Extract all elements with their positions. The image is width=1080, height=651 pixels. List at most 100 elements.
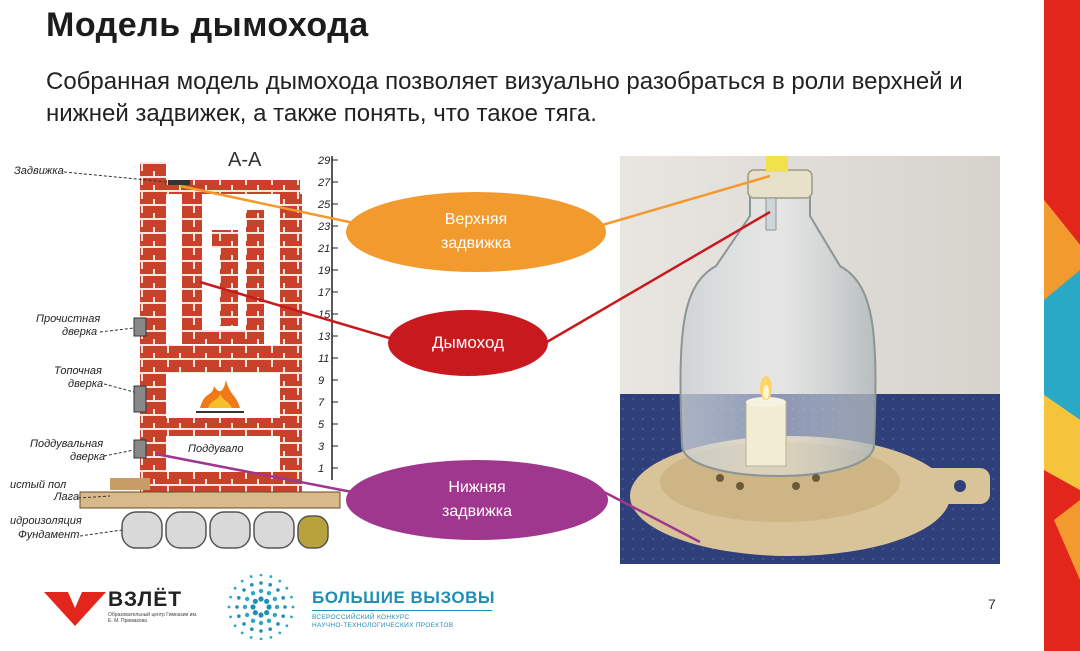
logo-dot: [258, 596, 264, 602]
scale-number: 9: [318, 375, 324, 387]
vzlet-logo-text: ВЗЛЁТ: [108, 588, 183, 611]
scale-number: 19: [318, 265, 330, 277]
callout-upper-damper: Верхняя задвижка: [346, 192, 606, 272]
logo-dot: [250, 583, 254, 587]
logo-dot: [258, 620, 264, 626]
label-zadvizhka: Задвижка: [14, 165, 64, 177]
logo-dot: [233, 586, 237, 590]
vzlet-logo-icon: [44, 592, 106, 626]
logo-dot: [266, 604, 272, 610]
logo-dot: [283, 605, 287, 609]
callout-lower-line2: задвижка: [442, 503, 512, 520]
chimney-section-diagram: Задвижка Прочистная дверка Топочная двер…: [10, 150, 341, 549]
logo-dot: [244, 596, 250, 602]
scale-number: 29: [317, 155, 330, 167]
callout-chimney: Дымоход: [388, 310, 548, 376]
logo-dot: [258, 588, 264, 594]
logo-dot: [242, 588, 246, 592]
section-label: А-А: [228, 150, 262, 171]
decorative-stripe: [1044, 0, 1080, 651]
label-gidroizolyaciya: идроизоляция: [10, 515, 82, 527]
label-topochnaya-1: Топочная: [54, 365, 102, 377]
logo-dot: [285, 586, 289, 590]
callout-lower-line1: Нижняя: [448, 479, 506, 496]
logo-dot: [278, 579, 282, 583]
logo-dot: [264, 610, 270, 616]
label-prochistnaya-1: Прочистная: [36, 313, 100, 325]
logo-dot: [276, 588, 280, 592]
logo-dot: [252, 598, 258, 604]
logo-dot: [249, 636, 253, 639]
scale-number: 21: [317, 243, 330, 255]
label-topochnaya-2: дверка: [68, 378, 103, 390]
logo-dot: [274, 604, 280, 610]
label-fundament: Фундамент: [18, 529, 79, 541]
logo-dot: [269, 636, 273, 639]
logo-dot: [259, 629, 263, 633]
logo-dot: [240, 579, 244, 583]
bolshie-vyzovy-subtext-1: ВСЕРОССИЙСКИЙ КОНКУРС: [312, 614, 410, 621]
label-poddувalo: Поддувало: [188, 443, 243, 455]
logo-dot: [268, 583, 272, 587]
logo-dot: [249, 575, 253, 578]
logo-dot: [250, 590, 256, 596]
label-laga: Лага: [53, 491, 79, 503]
slide-subtitle: Собранная модель дымохода позволяет визу…: [46, 68, 963, 127]
scale-number: 23: [317, 221, 331, 233]
label-chistyi-pol: истый пол: [10, 479, 66, 491]
logo-dot: [242, 604, 248, 610]
logo-dot: [272, 596, 278, 602]
bolshie-vyzovy-logo-icon: [227, 574, 295, 640]
logo-dot: [281, 596, 285, 600]
slide-title: Модель дымохода: [46, 6, 369, 44]
logo-dot: [278, 631, 282, 635]
logo-dot: [276, 622, 280, 626]
callout-upper-line1: Верхняя: [444, 211, 508, 228]
label-poddув-1: Поддувальная: [30, 438, 103, 450]
scale-number: 11: [318, 353, 329, 365]
bolshie-vyzovy-divider: [312, 610, 492, 611]
logo-dot: [268, 627, 272, 631]
chimney-model-photo: [620, 156, 1000, 564]
logo-dot: [259, 637, 263, 640]
logo-dot: [240, 631, 244, 635]
logo-dot: [250, 627, 254, 631]
logo-dot: [290, 615, 293, 619]
logo-dot: [233, 624, 237, 628]
logo-dot: [244, 612, 250, 618]
logo-dot: [259, 574, 263, 577]
logo-dot: [285, 624, 289, 628]
logo-dot: [264, 598, 270, 604]
logo-dot: [252, 610, 258, 616]
label-prochistnaya-2: дверка: [62, 326, 97, 338]
vzlet-logo-subtext: Образовательный центр Гимназии им. Е. М.…: [108, 612, 198, 624]
scale-number: 3: [318, 441, 325, 453]
logo-dot: [266, 590, 272, 596]
scale-number: 27: [317, 177, 331, 189]
logo-dot: [250, 618, 256, 624]
logo-dot: [259, 581, 263, 585]
logo-dot: [269, 575, 273, 578]
logo-dot: [237, 596, 241, 600]
scale-number: 5: [318, 419, 325, 431]
scale-number: 17: [318, 287, 331, 299]
logo-dot: [227, 605, 231, 609]
logo-dot: [242, 622, 246, 626]
logo-dot: [272, 612, 278, 618]
page-number: 7: [988, 596, 996, 612]
logo-dot: [290, 595, 293, 599]
logo-dot: [229, 595, 232, 599]
logo-dot: [229, 615, 232, 619]
scale-number: 1: [318, 463, 324, 475]
logo-dot: [258, 612, 264, 618]
logo-dot: [281, 614, 285, 618]
scale-number: 7: [318, 397, 325, 409]
logo-dot: [235, 605, 239, 609]
callout-upper-line2: задвижка: [441, 235, 511, 252]
bolshie-vyzovy-logo-text: БОЛЬШИЕ ВЫЗОВЫ: [312, 588, 496, 607]
callout-lower-damper: Нижняя задвижка: [346, 460, 608, 540]
logo-dot: [266, 618, 272, 624]
label-poddув-2: дверка: [70, 451, 105, 463]
bolshie-vyzovy-subtext: ВСЕРОССИЙСКИЙ КОНКУРС НАУЧНО-ТЕХНОЛОГИЧЕ…: [312, 614, 453, 630]
logo-dot: [291, 605, 295, 609]
